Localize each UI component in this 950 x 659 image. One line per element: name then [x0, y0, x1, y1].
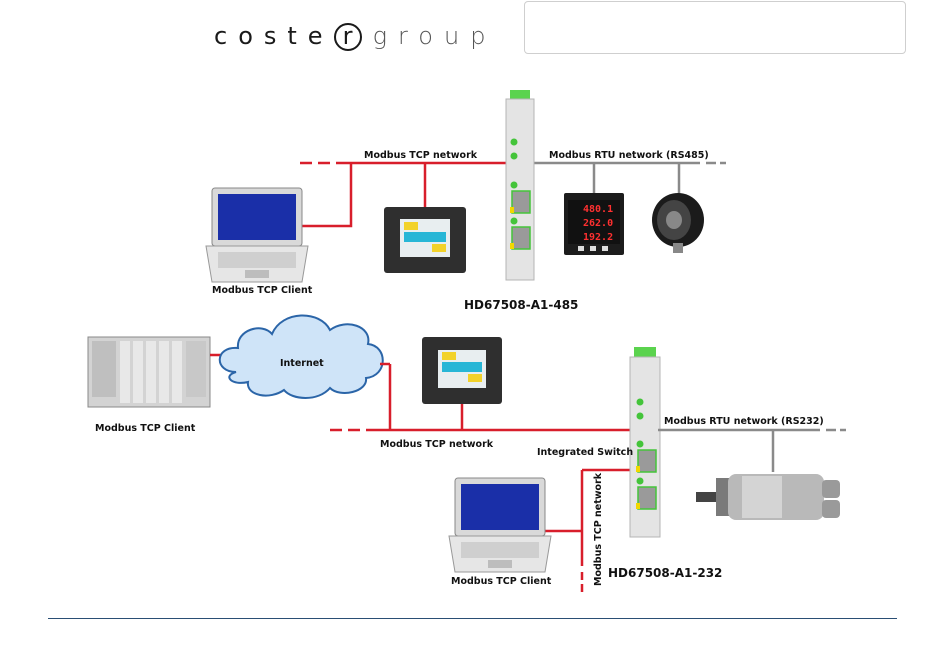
top-rtu-network-label: Modbus RTU network (RS485) — [549, 150, 709, 161]
motor-encoder-icon — [696, 474, 840, 520]
bottom-laptop-icon — [449, 478, 551, 572]
bottom-rtu-network-label: Modbus RTU network (RS232) — [664, 416, 824, 427]
top-tcp-network-label: Modbus TCP network — [364, 150, 477, 161]
bottom-rtu-network-line — [658, 430, 846, 472]
internet-label: Internet — [280, 358, 324, 369]
bottom-gateway-device-icon — [630, 347, 660, 537]
top-gateway-device-icon — [506, 90, 534, 280]
top-rtu-network-line — [530, 163, 726, 195]
internet-cloud-icon — [220, 315, 383, 398]
top-gateway-label: HD67508-A1-485 — [464, 298, 578, 312]
top-client-label: Modbus TCP Client — [212, 285, 312, 296]
bottom-tcp-network-label: Modbus TCP network — [380, 439, 493, 450]
rotary-encoder-icon — [652, 193, 704, 253]
plc-client-label: Modbus TCP Client — [95, 423, 195, 434]
plc-rack-icon — [88, 337, 210, 407]
meter-reading-2: 262.0 — [583, 218, 613, 229]
meter-reading-1: 480.1 — [583, 204, 613, 215]
vertical-tcp-network-label: Modbus TCP network — [593, 473, 604, 586]
meter-reading-3: 192.2 — [583, 232, 613, 243]
top-laptop-icon — [206, 188, 308, 282]
bottom-hmi-panel-icon — [422, 337, 502, 404]
bottom-client-label: Modbus TCP Client — [451, 576, 551, 587]
integrated-switch-label: Integrated Switch — [537, 447, 633, 458]
footer-divider — [48, 618, 897, 619]
top-hmi-panel-icon — [384, 207, 466, 273]
bottom-gateway-label: HD67508-A1-232 — [608, 566, 722, 580]
